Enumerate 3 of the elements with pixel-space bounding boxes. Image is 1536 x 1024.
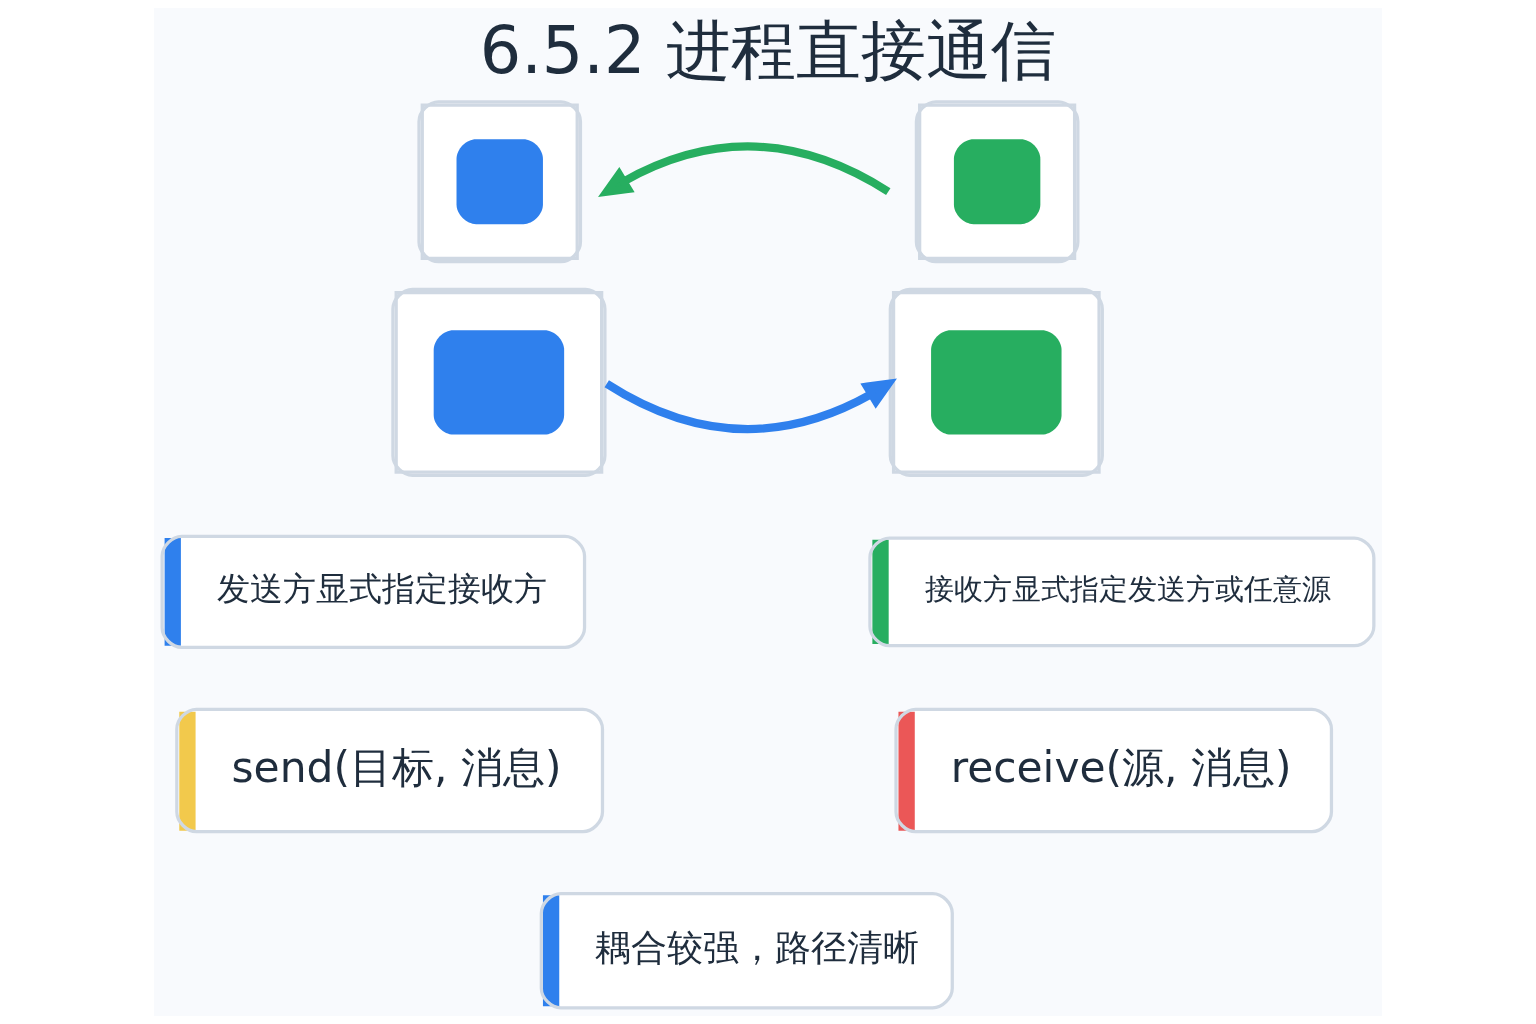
- arrow: [598, 142, 891, 198]
- arrow: [604, 378, 897, 433]
- diagram-title: 6.5.2 进程直接通信: [479, 12, 1057, 89]
